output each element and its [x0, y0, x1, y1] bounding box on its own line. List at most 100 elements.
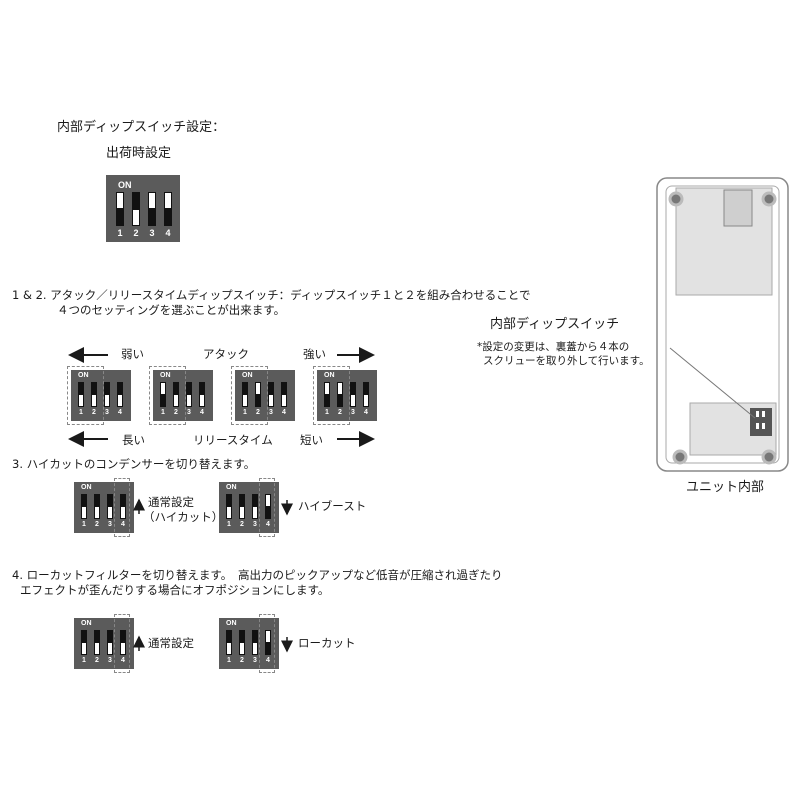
dip-number-label: 4: [364, 409, 368, 416]
dip-slot: [81, 494, 87, 519]
dip-knob: [82, 643, 86, 654]
dip-slot: [164, 192, 172, 226]
dashed-highlight: [67, 366, 104, 425]
dip-knob: [82, 507, 86, 518]
attack-weak-label: 弱い: [121, 347, 144, 361]
dip-slot: [252, 630, 258, 655]
dip-slot: [265, 630, 271, 655]
dip-on-label: ON: [324, 372, 335, 379]
dip-knob: [240, 643, 244, 654]
dip-slot: [81, 630, 87, 655]
dip-number-label: 3: [108, 657, 112, 664]
dip-slot: [337, 382, 343, 407]
dip-knob: [165, 193, 171, 208]
dip-number-label: 4: [121, 521, 125, 528]
attack-dip-2: ON 1 2 3 4: [153, 370, 213, 421]
dip-slot: [239, 494, 245, 519]
dip-on-label: ON: [160, 372, 171, 379]
lowcut-normal-label: 通常設定: [148, 636, 194, 650]
leader-line: [669, 347, 756, 419]
dip-knob: [240, 507, 244, 518]
dip-knob: [227, 507, 231, 518]
highcut-normal-sublabel: （ハイカット）: [143, 510, 224, 524]
dip-slot: [120, 630, 126, 655]
dip-number-label: 2: [240, 657, 244, 664]
dip-number-label: 1: [243, 409, 247, 416]
dip-slot: [116, 192, 124, 226]
dip-knob: [351, 395, 355, 406]
dip-knob: [243, 395, 247, 406]
dip-knob: [149, 193, 155, 208]
dip-number-label: 1: [161, 409, 165, 416]
dip-knob: [253, 643, 257, 654]
dip-slot: [268, 382, 274, 407]
dip-number-label: 2: [240, 521, 244, 528]
dip-slot: [94, 630, 100, 655]
internal-dip-title: 内部ディップスイッチ: [490, 317, 620, 332]
screw-icon: [668, 191, 684, 207]
dip-knob: [133, 210, 139, 225]
dip-number-label: 1: [227, 521, 231, 528]
dip-number-label: 3: [269, 409, 273, 416]
dashed-highlight: [259, 614, 275, 673]
dip-slot: [255, 382, 261, 407]
dip-slot: [120, 494, 126, 519]
dashed-highlight: [114, 614, 130, 673]
dip-knob: [338, 383, 342, 394]
dip-number-label: 3: [108, 521, 112, 528]
dip-number-label: 1: [82, 657, 86, 664]
unit-dip-switch: [750, 408, 772, 436]
dip-knob: [79, 395, 83, 406]
dip-number-label: 3: [351, 409, 355, 416]
dip-slot: [350, 382, 356, 407]
dip-knob: [121, 507, 125, 518]
highboost-label: ハイブースト: [298, 499, 367, 513]
dip-slot: [91, 382, 97, 407]
dip-slot: [281, 382, 287, 407]
highcut-normal-label: 通常設定: [148, 495, 194, 509]
dip-knob: [325, 383, 329, 394]
internal-dip-note-2: スクリューを取り外して行います。: [483, 355, 650, 367]
dip-slot: [252, 494, 258, 519]
dip-slot: [226, 630, 232, 655]
dip-knob: [266, 495, 270, 506]
dip-on-label: ON: [118, 180, 132, 190]
dip-number-label: 2: [174, 409, 178, 416]
release-short-label: 短い: [300, 433, 323, 447]
dashed-highlight: [313, 366, 350, 425]
dip-slot: [132, 192, 140, 226]
section4-line2: エフェクトが歪んだりする場合にオフポジションにします。: [20, 583, 330, 597]
dip-slot: [226, 494, 232, 519]
dip-number-label: 3: [253, 657, 257, 664]
dip-slot: [265, 494, 271, 519]
section3-line: 3. ハイカットのコンデンサーを切り替えます。: [12, 457, 256, 471]
dip-knob: [161, 383, 165, 394]
dip-slot: [242, 382, 248, 407]
dip-number-label: 2: [338, 409, 342, 416]
dip-number-label: 1: [79, 409, 83, 416]
dip-on-label: ON: [81, 484, 92, 491]
dip-number-label: 1: [82, 521, 86, 528]
dip-knob: [121, 643, 125, 654]
unit-caption: ユニット内部: [686, 480, 765, 495]
dip-knob: [256, 383, 260, 394]
dip-number-label: 3: [187, 409, 191, 416]
dip-number-label: 4: [266, 521, 270, 528]
page-title: 内部ディップスイッチ設定：: [57, 120, 226, 135]
release-long-label: 長い: [122, 433, 145, 447]
dip-knob: [253, 507, 257, 518]
dip-slot: [94, 494, 100, 519]
dip-number-label: 4: [165, 228, 171, 238]
dip-number-label: 4: [118, 409, 122, 416]
section12-line2: ４つのセッティングを選ぶことが出来ます。: [57, 303, 286, 317]
dip-number-label: 4: [121, 657, 125, 664]
dashed-highlight: [149, 366, 186, 425]
dip-knob: [95, 643, 99, 654]
dip-number-label: 4: [200, 409, 204, 416]
